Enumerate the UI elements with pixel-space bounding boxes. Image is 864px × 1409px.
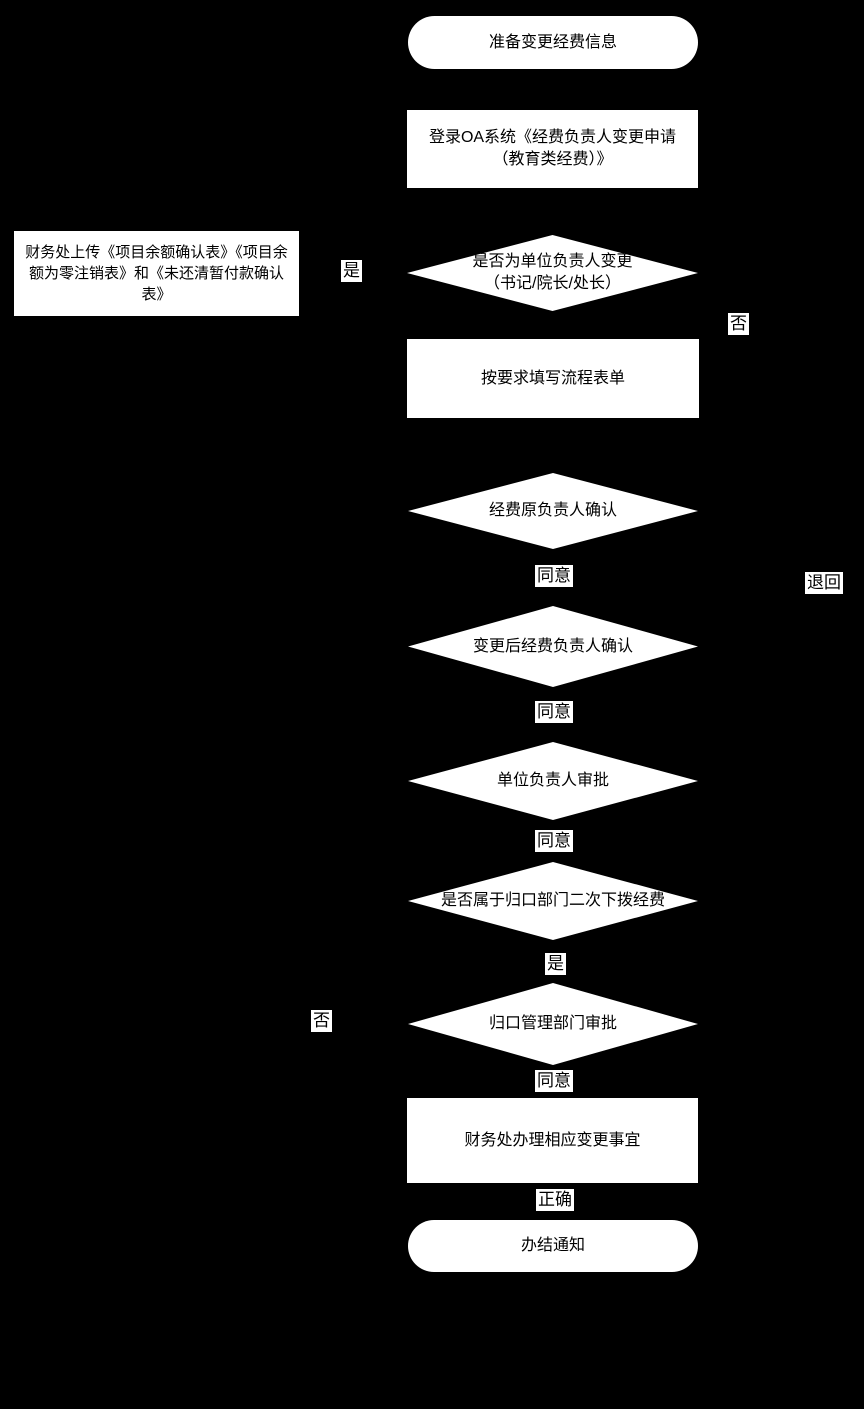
edge-label-agree-centralized-dept: 同意 xyxy=(535,1070,573,1092)
edge-label-agree-original-owner: 同意 xyxy=(535,565,573,587)
node-fill-process-form-text: 按要求填写流程表单 xyxy=(480,369,625,387)
node-decision-centralized-dept-approve-text: 归口管理部门审批 xyxy=(488,1015,617,1033)
edge-label-no-secondary-allocation: 否 xyxy=(311,1010,332,1032)
node-end-terminator: 办结通知 xyxy=(408,1220,698,1272)
node-login-oa-process: 登录OA系统《经费负责人变更申请（教育类经费）》 xyxy=(407,110,698,188)
node-decision-unit-leader-approve: 单位负责人审批 xyxy=(408,742,698,820)
edge-label-no-unit-leader-change: 否 xyxy=(728,313,749,335)
node-start-text: 准备变更经费信息 xyxy=(488,33,617,51)
node-finance-handle-change-process: 财务处办理相应变更事宜 xyxy=(407,1098,698,1183)
edge-label-yes-unit-leader-change: 是 xyxy=(341,260,362,282)
node-decision-secondary-allocation-text: 是否属于归口部门二次下拨经费 xyxy=(440,892,665,910)
node-decision-secondary-allocation: 是否属于归口部门二次下拨经费 xyxy=(408,862,698,940)
node-decision-unit-leader-change-text: 是否为单位负责人变更（书记/院长/处长） xyxy=(472,253,633,292)
node-login-oa-text: 登录OA系统《经费负责人变更申请（教育类经费）》 xyxy=(428,129,677,168)
node-decision-unit-leader-approve-text: 单位负责人审批 xyxy=(496,772,609,790)
node-decision-unit-leader-change: 是否为单位负责人变更（书记/院长/处长） xyxy=(407,235,698,311)
node-decision-original-owner-confirm-text: 经费原负责人确认 xyxy=(488,502,617,520)
edge-label-agree-unit-leader: 同意 xyxy=(535,830,573,852)
node-decision-new-owner-confirm-text: 变更后经费负责人确认 xyxy=(472,637,633,655)
node-decision-centralized-dept-approve: 归口管理部门审批 xyxy=(408,983,698,1065)
edge-label-return-original-owner: 退回 xyxy=(805,572,843,594)
node-finance-upload-forms-process: 财务处上传《项目余额确认表》《项目余额为零注销表》和《未还清暂付款确认表》 xyxy=(14,231,299,316)
node-finance-upload-forms-text: 财务处上传《项目余额确认表》《项目余额为零注销表》和《未还清暂付款确认表》 xyxy=(25,244,288,303)
node-end-text: 办结通知 xyxy=(520,1237,585,1255)
edge-label-agree-new-owner: 同意 xyxy=(535,701,573,723)
node-decision-new-owner-confirm: 变更后经费负责人确认 xyxy=(408,606,698,687)
node-decision-original-owner-confirm: 经费原负责人确认 xyxy=(408,473,698,549)
node-fill-process-form: 按要求填写流程表单 xyxy=(407,339,699,418)
edge-label-correct-finance-handle: 正确 xyxy=(536,1189,574,1211)
edge-label-yes-secondary-allocation: 是 xyxy=(545,953,566,975)
node-finance-handle-change-text: 财务处办理相应变更事宜 xyxy=(464,1131,641,1149)
node-start-terminator: 准备变更经费信息 xyxy=(408,16,698,69)
